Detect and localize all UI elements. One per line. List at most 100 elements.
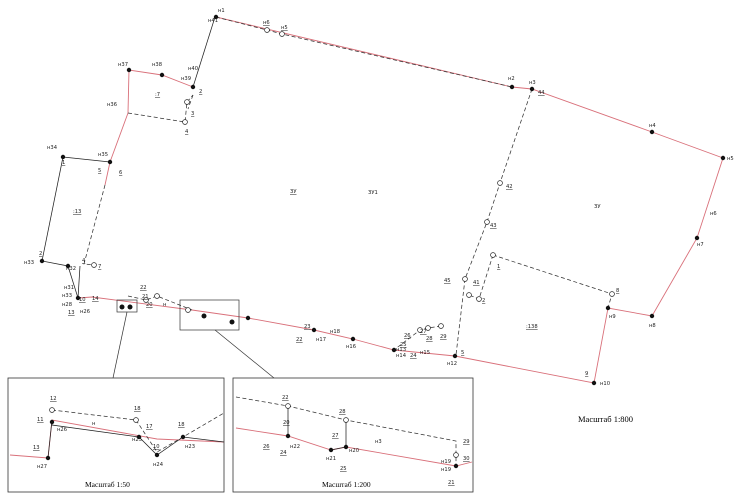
svg-text::13: :13: [73, 209, 81, 215]
svg-text:н28: н28: [62, 302, 72, 308]
point-44: [462, 276, 468, 282]
svg-text:5: 5: [98, 168, 101, 174]
point-22: [143, 297, 149, 303]
svg-text:н37: н37: [118, 62, 128, 68]
svg-text:11: 11: [37, 417, 44, 423]
existing-boundary: [41, 16, 216, 299]
inset1-scale: Масштаб 1:50: [85, 480, 130, 489]
svg-text:43: 43: [490, 223, 497, 229]
zoom-indicators: [112, 299, 275, 379]
point-inset2b: [229, 319, 235, 325]
svg-text:н6: н6: [263, 20, 270, 26]
svg-text:44: 44: [538, 90, 545, 96]
svg-text:3: 3: [191, 111, 194, 117]
point-4: [182, 119, 188, 125]
point-n34: [60, 154, 66, 160]
main-labels: н1 н41 н6 н5 н2 н3 44 н4 н5 н6 н7 н8 н9 …: [24, 8, 734, 387]
point-n4: [649, 129, 655, 135]
point-42: [497, 180, 503, 186]
svg-text:1: 1: [62, 160, 65, 166]
svg-text:н36: н36: [107, 102, 117, 108]
point-n17: [311, 327, 317, 333]
svg-text:26: 26: [263, 444, 270, 450]
point-6: [264, 27, 270, 33]
point-n41: [213, 14, 219, 20]
svg-text:17: 17: [146, 424, 153, 430]
svg-text:21: 21: [448, 480, 455, 486]
svg-text:н6: н6: [710, 211, 717, 217]
svg-text:н3: н3: [529, 80, 536, 86]
svg-text:25: 25: [400, 342, 407, 348]
svg-text:н26: н26: [80, 309, 90, 315]
svg-text:8: 8: [616, 288, 619, 294]
svg-text:5: 5: [461, 350, 464, 356]
svg-text:н20: н20: [349, 448, 359, 454]
svg-text:н33: н33: [24, 260, 34, 266]
point-7: [91, 262, 97, 268]
svg-text:28: 28: [339, 409, 346, 415]
svg-text:1: 1: [497, 264, 500, 270]
point-41: [466, 292, 472, 298]
svg-text:18: 18: [178, 422, 185, 428]
point-n33: [39, 258, 45, 264]
svg-text:20: 20: [146, 302, 153, 308]
svg-text:н16: н16: [346, 344, 356, 350]
svg-text:н18: н18: [330, 329, 340, 335]
svg-text:7: 7: [98, 264, 101, 270]
svg-text:21: 21: [142, 294, 149, 300]
point-n12: [452, 353, 458, 359]
svg-text:9: 9: [585, 371, 588, 377]
svg-text:4: 4: [82, 258, 86, 264]
svg-text:6: 6: [119, 170, 122, 176]
point-inset2: [201, 313, 207, 319]
point-27: [417, 327, 423, 333]
svg-text:н10: н10: [600, 381, 610, 387]
svg-text:2: 2: [199, 89, 202, 95]
svg-text:н38: н38: [152, 62, 162, 68]
svg-text:ЗУ: ЗУ: [594, 204, 601, 210]
point-n10: [591, 380, 597, 386]
svg-text:н: н: [92, 421, 95, 427]
svg-text:н32: н32: [66, 266, 76, 272]
svg-text:30: 30: [463, 456, 470, 462]
svg-text:13: 13: [68, 310, 75, 316]
svg-text:н23: н23: [185, 444, 195, 450]
svg-text:н15: н15: [420, 350, 430, 356]
svg-text:н17: н17: [316, 337, 326, 343]
point-1: [490, 252, 496, 258]
point-n32: [65, 263, 71, 269]
point-5: [279, 31, 285, 37]
point-28: [425, 325, 431, 331]
point-n14: [391, 347, 397, 353]
boundary-points: [39, 14, 726, 386]
zoom-box-2: [179, 299, 240, 331]
inset-2: 22 20 26 н22 24 28 27 н20 н21 25 н3 29 3…: [232, 377, 474, 493]
svg-text:н8: н8: [649, 323, 656, 329]
svg-text:45: 45: [444, 278, 451, 284]
point-8: [609, 291, 615, 297]
svg-text:н34: н34: [47, 145, 58, 151]
svg-text:13: 13: [33, 445, 40, 451]
svg-text:12: 12: [50, 396, 57, 402]
svg-text:н21: н21: [326, 456, 336, 462]
svg-text:н7: н7: [697, 242, 704, 248]
svg-text:2: 2: [39, 251, 42, 257]
svg-text:н3: н3: [375, 439, 382, 445]
svg-text:н14: н14: [396, 353, 407, 359]
svg-text:н13: н13: [396, 347, 406, 353]
point-n28: [75, 295, 81, 301]
svg-text:н: н: [163, 302, 166, 308]
svg-text:н41: н41: [208, 18, 218, 24]
svg-text:42: 42: [506, 184, 513, 190]
svg-text:н5: н5: [727, 156, 734, 162]
point-n16: [350, 336, 356, 342]
svg-text:н33: н33: [62, 293, 72, 299]
inset2-scale: Масштаб 1:200: [322, 480, 371, 489]
svg-text:41: 41: [473, 280, 480, 286]
svg-text:н40: н40: [188, 66, 198, 72]
svg-text:22: 22: [282, 395, 289, 401]
svg-text:18: 18: [134, 406, 141, 412]
point-43: [484, 219, 490, 225]
svg-text:28: 28: [426, 336, 433, 342]
